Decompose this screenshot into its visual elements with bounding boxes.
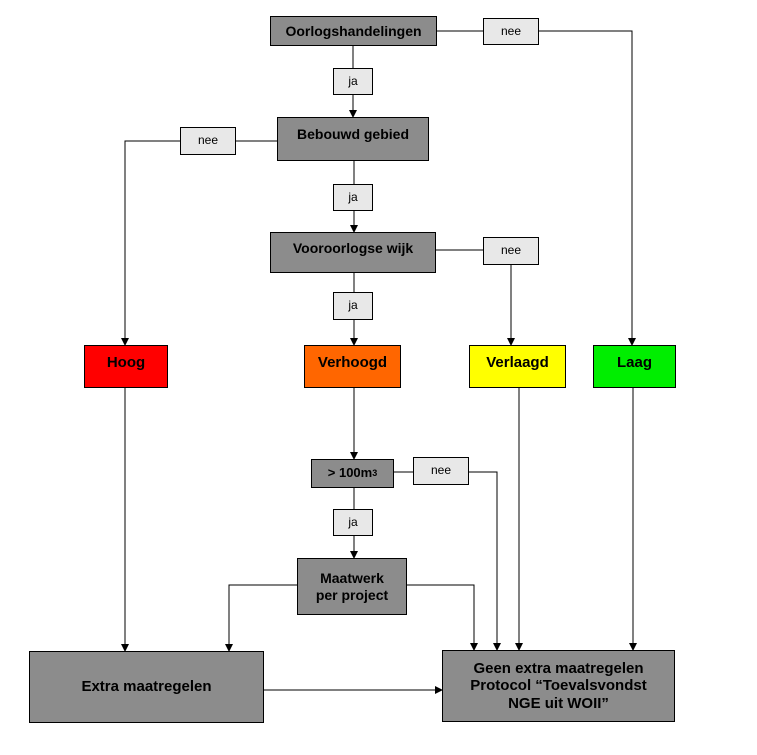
geen-line3: NGE uit WOII” <box>508 694 609 712</box>
edge-volume-geen <box>394 471 501 651</box>
node-bebouwd-gebied: Bebouwd gebied <box>277 117 429 161</box>
node-oorlogshandelingen: Oorlogshandelingen <box>270 16 437 46</box>
volume-text: > 100m <box>327 465 373 481</box>
maatwerk-line2: per project <box>315 586 389 603</box>
label-ja-4: ja <box>333 509 373 536</box>
label-ja-3: ja <box>333 292 373 320</box>
label-nee-4: nee <box>413 457 469 485</box>
node-vooroorlogse-wijk: Vooroorlogse wijk <box>270 232 436 273</box>
node-laag: Laag <box>593 345 676 388</box>
node-verhoogd: Verhoogd <box>304 345 401 388</box>
edge-oorlog-laag <box>437 30 636 346</box>
node-hoog: Hoog <box>84 345 168 388</box>
node-geen-extra-maatregelen: Geen extra maatregelen Protocol “Toevals… <box>442 650 675 722</box>
edge-maatwerk-geen <box>407 584 478 651</box>
geen-line2: Protocol “Toevalsvondst <box>470 677 647 695</box>
node-verlaagd: Verlaagd <box>469 345 566 388</box>
label-nee-2: nee <box>180 127 236 155</box>
label-nee-1: nee <box>483 18 539 45</box>
maatwerk-line1: Maatwerk <box>320 570 384 587</box>
geen-line1: Geen extra maatregelen <box>473 660 644 678</box>
node-maatwerk: Maatwerk per project <box>297 558 407 615</box>
node-extra-maatregelen: Extra maatregelen <box>29 651 264 723</box>
label-nee-3: nee <box>483 237 539 265</box>
volume-superscript: 3 <box>372 468 378 479</box>
label-ja-1: ja <box>333 68 373 95</box>
edge-bebouwd-hoog <box>121 140 277 346</box>
edge-maatwerk-extra <box>225 584 297 652</box>
label-ja-2: ja <box>333 184 373 211</box>
